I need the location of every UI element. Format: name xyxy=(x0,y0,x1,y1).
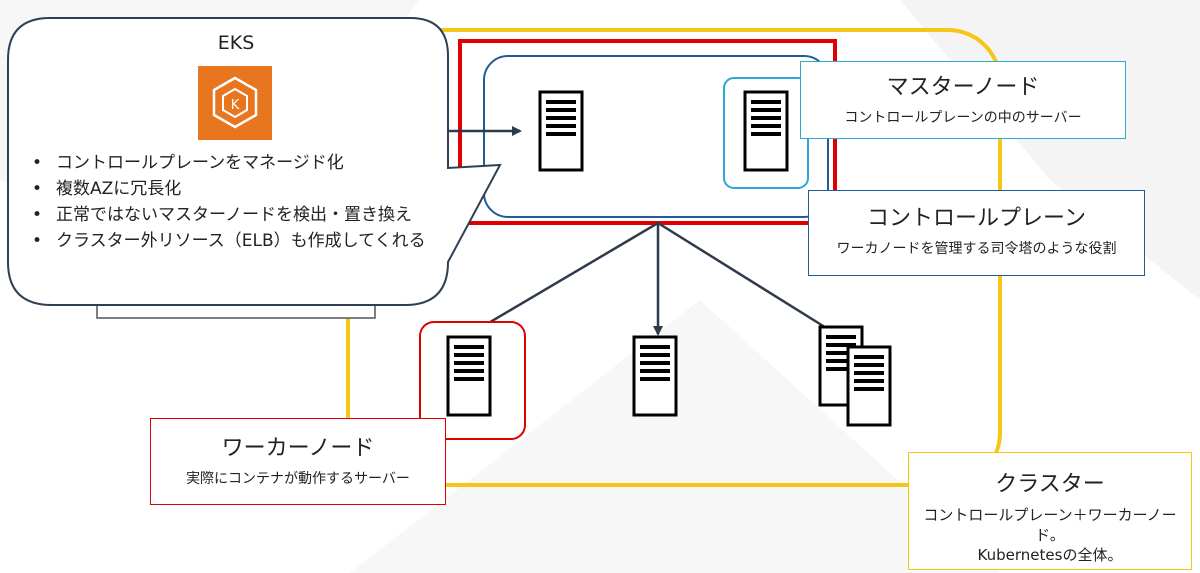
worker-server-icon-2 xyxy=(632,335,678,417)
master-node-title: マスターノード xyxy=(886,75,1040,100)
worker-node-subtitle: 実際にコンテナが動作するサーバー xyxy=(186,471,410,487)
cluster-subtitle-2: Kubernetesの全体。 xyxy=(977,546,1123,564)
svg-text:K: K xyxy=(231,98,240,113)
eks-bullet-multi-az: 複数AZに冗長化 xyxy=(26,176,446,202)
eks-kubernetes-icon: K xyxy=(198,66,272,140)
eks-title: EKS xyxy=(217,32,255,54)
eks-bullet-elb: クラスター外リソース（ELB）も作成してくれる xyxy=(26,228,446,254)
control-plane-label: コントロールプレーン ワーカノードを管理する司令塔のような役割 xyxy=(808,190,1145,276)
master-node-label: マスターノード コントロールプレーンの中のサーバー xyxy=(800,61,1126,139)
eks-bullet-managed: コントロールプレーンをマネージド化 xyxy=(26,150,446,176)
eks-feature-list: コントロールプレーンをマネージド化 複数AZに冗長化 正常ではないマスターノード… xyxy=(26,150,446,254)
control-plane-title: コントロールプレーン xyxy=(867,206,1086,231)
eks-bullet-replace: 正常ではないマスターノードを検出・置き換え xyxy=(26,202,446,228)
cluster-title: クラスター xyxy=(995,472,1105,497)
master-server-icon-2 xyxy=(743,90,789,172)
cluster-label: クラスター コントロールプレーン＋ワーカーノード。 Kubernetesの全体。 xyxy=(908,452,1192,570)
cluster-subtitle-1: コントロールプレーン＋ワーカーノード。 xyxy=(923,506,1177,544)
worker-node-label: ワーカーノード 実際にコンテナが動作するサーバー xyxy=(150,418,446,505)
master-server-icon-1 xyxy=(538,90,584,172)
worker-server-icon-1 xyxy=(446,335,492,417)
master-node-subtitle: コントロールプレーンの中のサーバー xyxy=(844,110,1082,126)
control-plane-subtitle: ワーカノードを管理する司令塔のような役割 xyxy=(836,241,1117,257)
worker-server-icon-3b xyxy=(846,345,892,427)
worker-node-title: ワーカーノード xyxy=(221,436,375,461)
